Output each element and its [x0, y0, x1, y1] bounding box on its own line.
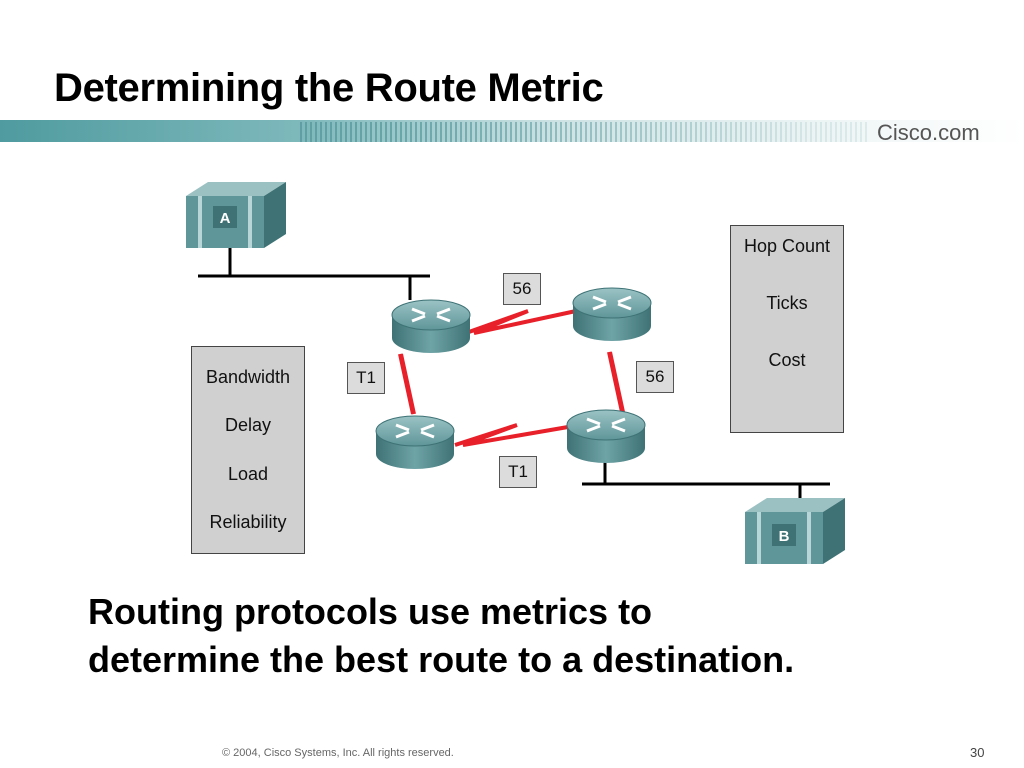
- host-a-server: A: [186, 182, 286, 248]
- metric-delay: Delay: [224, 415, 272, 436]
- link-label-right: 56: [636, 361, 674, 393]
- host-b-server: B: [745, 498, 845, 564]
- serial-link-top: [465, 309, 577, 335]
- serial-link-right: [607, 351, 625, 413]
- metrics-box-igrp: Bandwidth Delay Load Reliability: [191, 346, 305, 554]
- caption-line-1: Routing protocols use metrics to: [88, 591, 653, 632]
- metric-reliability: Reliability: [209, 512, 287, 533]
- link-label-bottom: T1: [499, 456, 537, 488]
- copyright-footer: © 2004, Cisco Systems, Inc. All rights r…: [222, 747, 454, 759]
- metric-bandwidth: Bandwidth: [205, 366, 291, 387]
- router-4: [566, 409, 646, 463]
- slide-title: Determining the Route Metric: [54, 66, 604, 110]
- metric-cost: Cost: [768, 350, 806, 370]
- serial-link-left: [398, 353, 416, 415]
- brand-logo: Cisco.com: [877, 120, 980, 145]
- host-a-label: A: [220, 210, 231, 227]
- slide-caption: Routing protocols use metrics to determi…: [88, 588, 794, 684]
- metric-hop-count: Hop Count: [743, 236, 831, 256]
- page-number: 30: [970, 745, 985, 760]
- serial-link-bottom: [454, 423, 569, 447]
- router-3: [375, 415, 455, 469]
- metrics-box-distance: Hop Count Ticks Cost: [730, 225, 844, 433]
- link-label-top: 56: [503, 273, 541, 305]
- router-1: [391, 299, 471, 353]
- router-2: [572, 287, 652, 341]
- caption-line-2: determine the best route to a destinatio…: [88, 639, 795, 680]
- title-banner: [0, 120, 1024, 142]
- metric-load: Load: [227, 463, 269, 484]
- banner-stripes: [300, 122, 867, 142]
- link-label-left: T1: [347, 362, 385, 394]
- host-b-label: B: [779, 528, 790, 545]
- metric-ticks: Ticks: [766, 293, 808, 313]
